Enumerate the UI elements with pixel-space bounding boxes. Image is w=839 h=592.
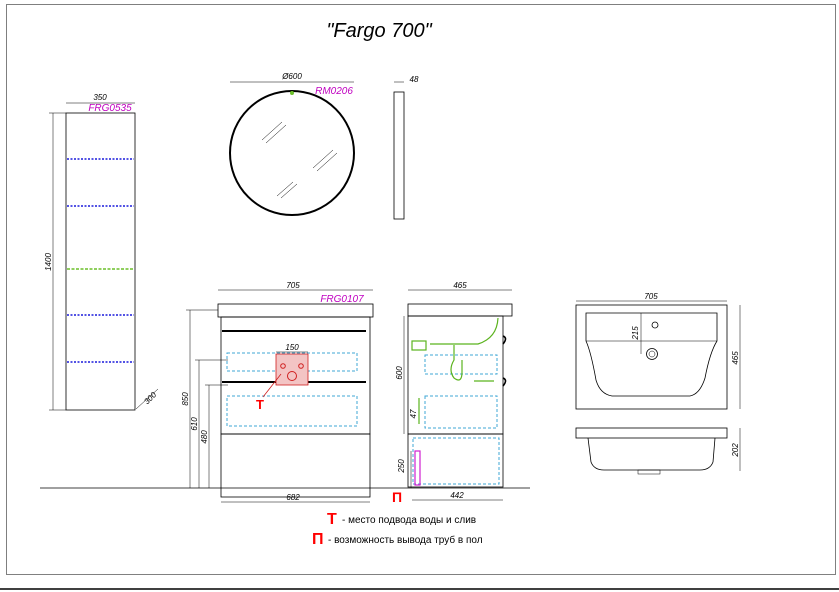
p-marker-side: П: [392, 489, 402, 505]
side-47-label: 47: [409, 409, 418, 418]
panel-width-label: 150: [285, 343, 299, 352]
legend-t-text: - место подвода воды и слив: [342, 515, 476, 526]
vanity-top-outline: [217, 303, 374, 318]
floor-pipe-zone: [414, 450, 421, 486]
side-legs-outline: [407, 433, 504, 488]
vanity-code-label: FRG0107: [320, 294, 364, 305]
sink-side-view: 202: [575, 427, 741, 475]
vanity-legs-outline: [220, 433, 371, 498]
mirror-side-outline: [393, 91, 405, 220]
mirror-glare-marks: [261, 121, 338, 199]
cabinet-width-label: 350: [93, 93, 107, 102]
t-marker-leader: [262, 373, 282, 398]
mirror-mount-point: [290, 91, 294, 95]
t-marker-front: Т: [256, 397, 264, 412]
side-body-outline: [407, 315, 504, 435]
vanity-height-label: 850: [181, 392, 190, 406]
side-handle-1: [502, 335, 507, 345]
utility-panel: [275, 353, 309, 386]
side-depth-label: 465: [453, 281, 467, 290]
cabinet-depth-label: 300: [142, 390, 158, 406]
vanity-bottom-label: 682: [286, 493, 300, 502]
vanity-610-label: 610: [190, 417, 199, 431]
side-top-outline: [407, 303, 513, 317]
side-handle-2: [502, 377, 507, 387]
legend-p-symbol: П: [312, 531, 324, 548]
water-inlet-left: [280, 363, 286, 369]
sink-side-basin: [587, 437, 716, 471]
side-drawer-2-dashed: [424, 395, 498, 429]
drawing-frame: [6, 4, 836, 575]
legend: Т - место подвода воды и слив П - возмож…: [312, 511, 483, 548]
mirror-circle: [229, 90, 355, 216]
side-250-label: 250: [397, 459, 406, 474]
vanity-drawer-2-dashed: [226, 395, 358, 427]
sink-width-label: 705: [644, 292, 658, 301]
siphon: [450, 345, 463, 381]
sink-height-label: 202: [731, 443, 740, 458]
vanity-width-label: 705: [286, 281, 300, 290]
cabinet-outline: [65, 112, 136, 411]
sink-side-drain: [637, 469, 661, 475]
cabinet-height-label: 1400: [44, 253, 53, 271]
mirror-code-label: RM0206: [315, 86, 353, 97]
water-connector: [411, 340, 427, 351]
sink-depth-label: 465: [731, 351, 740, 365]
vanity-side-view: 465 600 47 250 П 442: [392, 281, 513, 505]
side-600-label: 600: [395, 366, 404, 380]
sink-bowl-profile: [430, 317, 499, 345]
vanity-480-label: 480: [200, 430, 209, 444]
legend-t-symbol: Т: [327, 511, 337, 528]
side-legs-dashed: [412, 437, 500, 485]
sink-side-rim: [575, 427, 728, 439]
mirror-view: Ø600 RM0206 48: [229, 72, 419, 220]
sink-top-view: 705 215 465: [575, 292, 741, 410]
sink-drain-inner: [648, 350, 656, 358]
drain-outlet: [287, 371, 297, 381]
water-inlet-right: [298, 363, 304, 369]
sink-outer-outline: [575, 304, 728, 410]
tall-cabinet-view: 350 FRG0535 1400 300: [44, 93, 159, 411]
vanity-front-view: 705 FRG0107 682 150 Т 850 610 480: [181, 281, 374, 503]
sink-tap-hole: [651, 321, 659, 329]
side-drawer-1-dashed: [424, 354, 498, 375]
sink-inner-basin: [585, 312, 718, 397]
drawing-title: "Fargo 700": [326, 20, 432, 42]
cabinet-code-label: FRG0535: [88, 103, 132, 114]
side-bottom-label: 442: [450, 491, 464, 500]
legend-p-text: - возможность вывода труб в пол: [328, 534, 483, 546]
sink-215-label: 215: [631, 326, 640, 341]
sink-drain: [646, 348, 658, 360]
cabinet-depth-dimension: [135, 388, 159, 410]
mirror-depth-label: 48: [410, 75, 419, 84]
mirror-diameter-label: Ø600: [281, 72, 302, 81]
